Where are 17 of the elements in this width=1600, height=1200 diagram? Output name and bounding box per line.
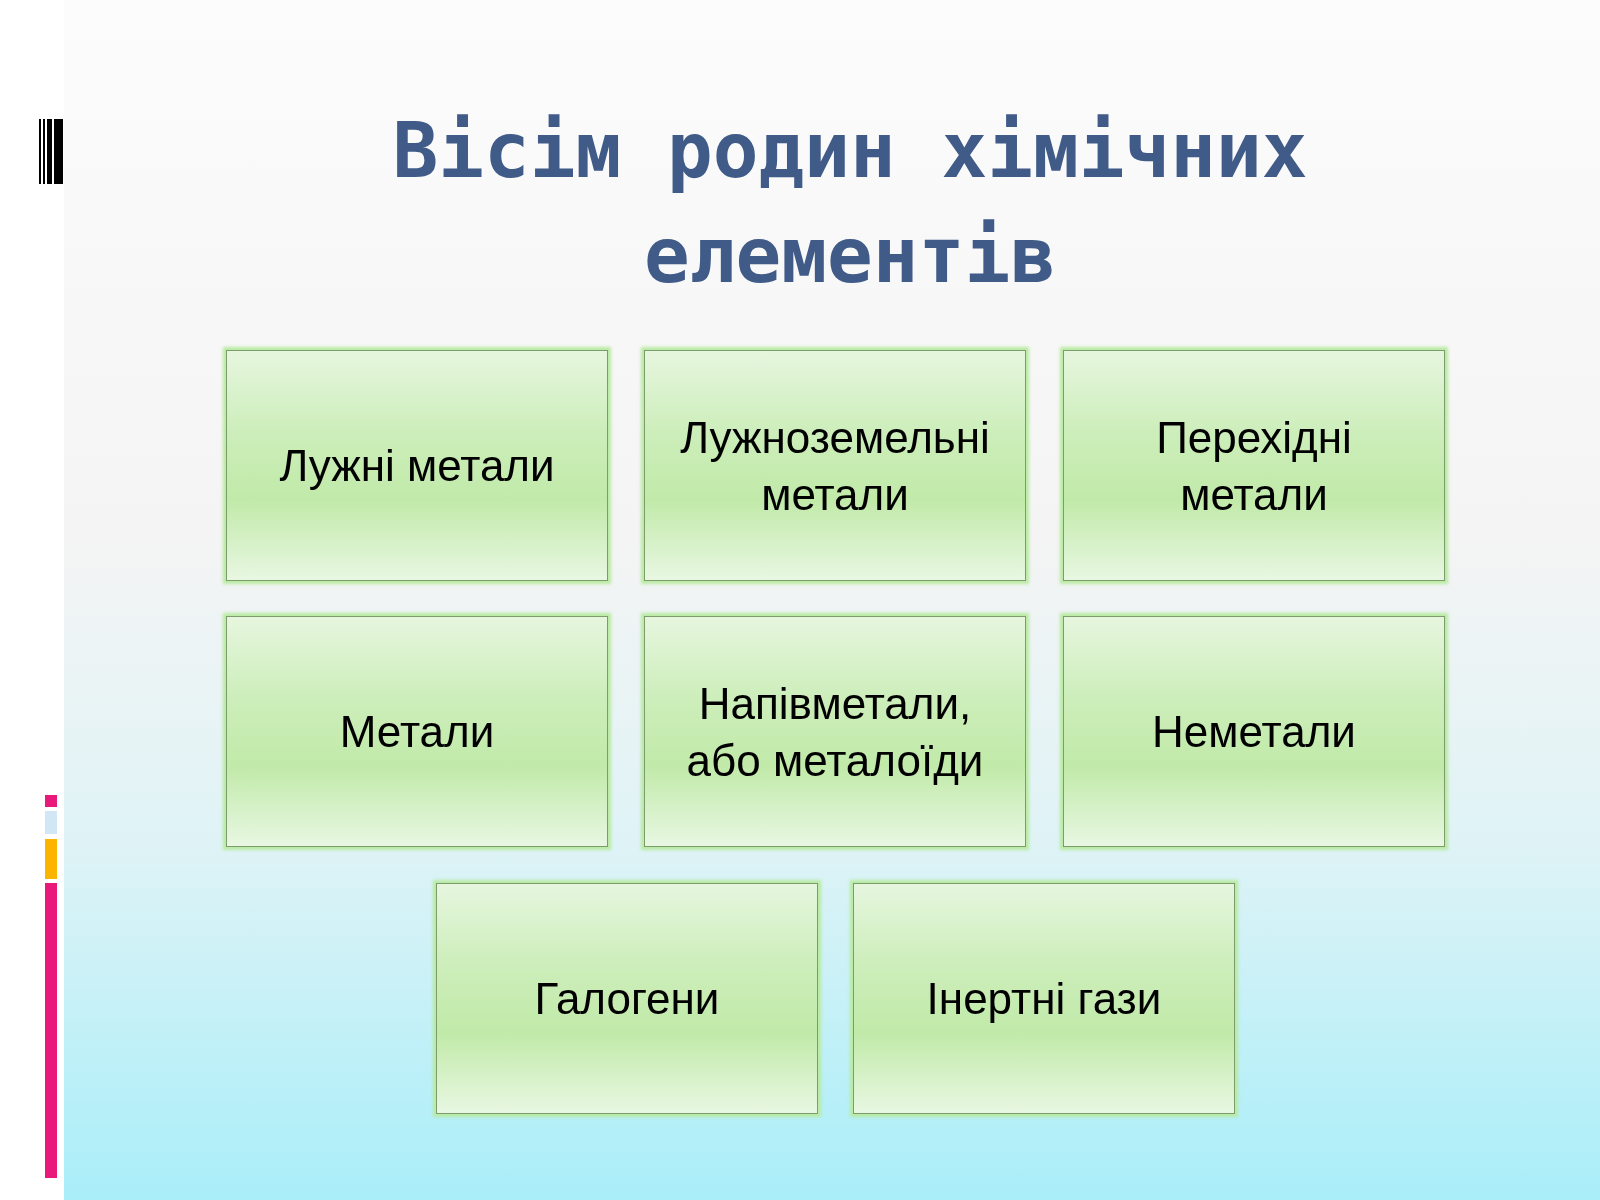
box-label: Лужні метали [279,440,555,492]
box-label: Галогени [534,973,720,1025]
family-box [644,350,1026,581]
box-label: Інертні гази [926,973,1162,1025]
family-box [226,616,608,847]
family-box [436,883,818,1114]
family-box [644,616,1026,847]
box-label: Метали [339,706,495,758]
box-label: Перехідні метали [1155,411,1353,521]
box-label: Лужноземельні метали [679,411,991,521]
family-box [1063,350,1445,581]
family-box [853,883,1235,1114]
box-label: Неметали [1152,706,1356,758]
family-box [1063,616,1445,847]
family-box [226,350,608,581]
slide-title: Вісім родин хімічних елементів [391,105,1309,302]
box-label: Напівметали, або металоїди [685,677,985,787]
